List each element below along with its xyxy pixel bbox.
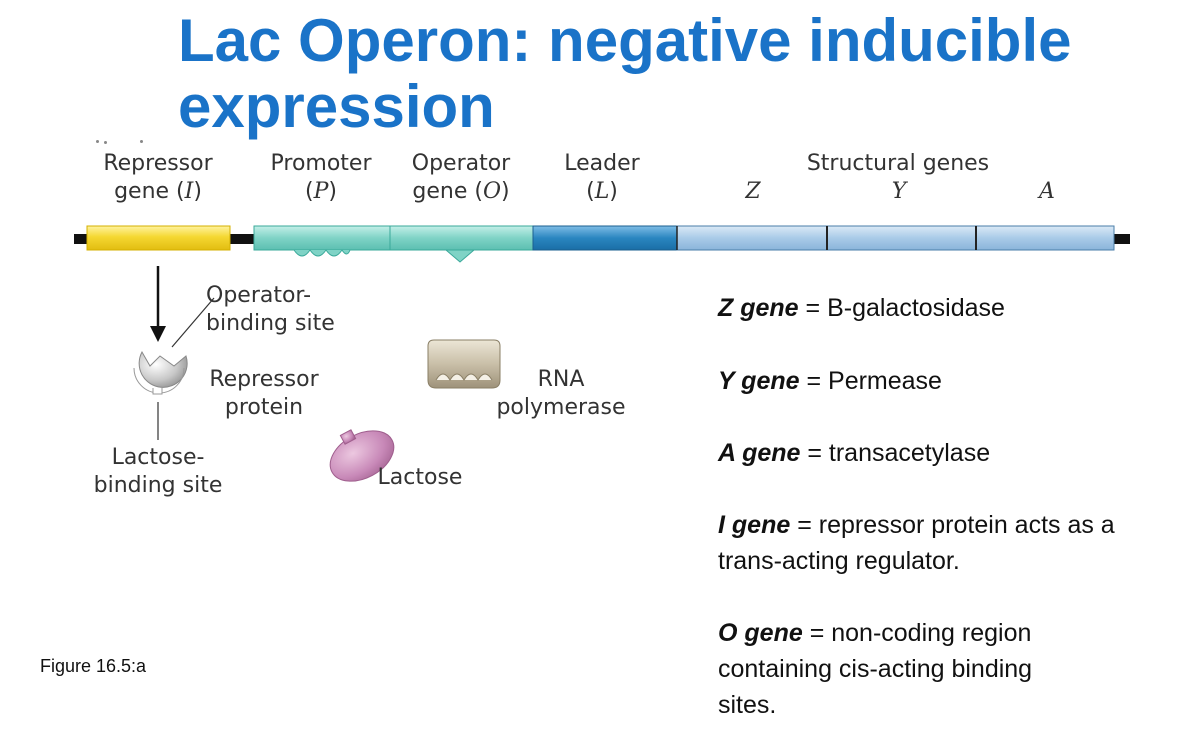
gene-symbol: P — [313, 179, 329, 204]
repressor-gene-label-line2: gene (I) — [96, 178, 220, 206]
y-gene-label: Y — [884, 178, 914, 206]
operator-label-line2: gene (O) — [402, 178, 520, 206]
label-line: protein — [224, 395, 304, 420]
gene-symbol: L — [594, 179, 610, 204]
operator-label-line1: Operator — [411, 151, 511, 176]
gene-symbol: A — [1039, 179, 1055, 204]
decorative-dot — [104, 141, 107, 144]
decorative-dot — [140, 140, 143, 143]
legend-a-gene: A gene = transacetylase — [718, 435, 1188, 471]
lactose-label: Lactose — [377, 465, 463, 490]
legend-o-gene: O gene = non-coding region containing ci… — [718, 615, 1088, 723]
promoter-label: Promoter (P) — [262, 150, 380, 206]
leader-segment — [532, 225, 678, 251]
label-fragment: gene ( — [412, 179, 483, 204]
repressor-gene-label-line1: Repressor — [103, 151, 213, 176]
legend-description: = non-coding region containing cis-actin… — [718, 619, 1033, 719]
leader-label-line2: (L) — [552, 178, 652, 206]
repressor-protein-label: Repressor protein — [206, 366, 322, 422]
label-fragment: gene ( — [114, 179, 185, 204]
z-gene-segment — [676, 225, 828, 251]
label-fragment: ( — [586, 179, 595, 204]
promoter-segment — [253, 225, 391, 251]
legend-description: = Permease — [799, 367, 942, 395]
lactose-icon — [329, 429, 395, 482]
label-line: polymerase — [496, 395, 626, 420]
figure-caption: Figure 16.5:a — [40, 656, 147, 676]
label-fragment: ) — [328, 179, 337, 204]
label-fragment: ) — [609, 179, 618, 204]
repressor-gene-segment — [86, 225, 231, 251]
repressor-gene-label: Repressor gene (I) — [96, 150, 220, 206]
rna-polymerase-icon — [427, 339, 501, 389]
operator-binding-site-label: Operator- binding site — [206, 282, 346, 338]
operator-segment — [389, 225, 534, 251]
label-line: binding site — [93, 473, 223, 498]
label-fragment: ) — [501, 179, 510, 204]
legend-description: = repressor protein acts as a trans-acti… — [718, 511, 1115, 575]
legend-gene-name: O gene — [718, 619, 803, 647]
legend-gene-name: Z gene — [718, 294, 799, 322]
a-gene-label: A — [1032, 178, 1062, 206]
legend-i-gene: I gene = repressor protein acts as a tra… — [718, 507, 1118, 579]
promoter-binding-bumps — [293, 249, 351, 257]
operator-binding-notch — [444, 249, 476, 263]
label-line: Lactose- — [111, 445, 205, 470]
legend-gene-name: I gene — [718, 511, 791, 539]
gene-symbol: I — [184, 179, 194, 204]
structural-genes-label: Structural genes — [806, 151, 990, 176]
leader-label: Leader (L) — [552, 150, 652, 206]
label-fragment: ( — [305, 179, 314, 204]
expression-arrowhead — [150, 326, 166, 342]
promoter-label-line2: (P) — [262, 178, 380, 206]
a-gene-segment — [975, 225, 1115, 251]
z-gene-label: Z — [738, 178, 768, 206]
gene-symbol: O — [482, 179, 501, 204]
lactose-binding-site-label: Lactose- binding site — [88, 444, 228, 500]
rna-polymerase-label: RNA polymerase — [494, 366, 628, 422]
label-line: RNA — [537, 367, 585, 392]
label-line: Repressor — [209, 367, 319, 392]
gene-symbol: Y — [891, 179, 907, 204]
label-line: binding site — [206, 311, 335, 336]
page-title: Lac Operon: negative inducible expressio… — [178, 7, 1072, 140]
label-line: Operator- — [206, 283, 312, 308]
repressor-protein-icon — [133, 350, 188, 395]
leader-label-line1: Leader — [564, 151, 640, 176]
legend-y-gene: Y gene = Permease — [718, 363, 1188, 399]
y-gene-segment — [826, 225, 977, 251]
gene-symbol: Z — [745, 179, 761, 204]
legend-gene-name: A gene — [718, 439, 801, 467]
legend-z-gene: Z gene = B-galactosidase — [718, 290, 1188, 326]
promoter-label-line1: Promoter — [270, 151, 372, 176]
legend-gene-name: Y gene — [718, 367, 800, 395]
operator-site-pointer — [171, 297, 215, 348]
legend-description: = B-galactosidase — [798, 294, 1005, 322]
label-fragment: ) — [193, 179, 202, 204]
decorative-dot — [96, 140, 99, 143]
operator-label: Operator gene (O) — [402, 150, 520, 206]
legend-description: = transacetylase — [800, 439, 991, 467]
